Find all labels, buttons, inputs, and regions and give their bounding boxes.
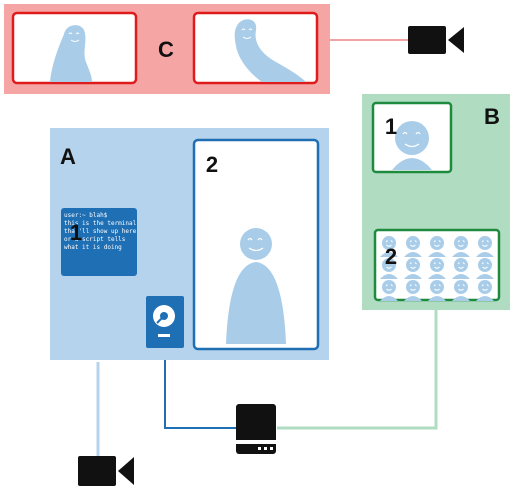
hard-drive-icon[interactable]: [146, 296, 184, 348]
smiley-figure-icon: [226, 228, 286, 344]
terminal-line: or a script tells: [64, 236, 126, 243]
terminal-number: 1: [70, 220, 82, 245]
panel-a-label: A: [60, 144, 76, 169]
smiley-figure-icon: [50, 25, 92, 82]
svg-text:user:~ blah$ this is the: user:~ blah$ this is the terminal that'l…: [64, 212, 140, 251]
video-camera-icon: [78, 456, 134, 486]
link-drive-to-server: [164, 348, 236, 429]
single-view-number: 1: [385, 114, 397, 139]
terminal-window[interactable]: [61, 208, 137, 276]
link-b-to-server: [277, 310, 438, 430]
panel-a: A user:~ blah$ this is the terminal that…: [50, 128, 329, 360]
server-icon[interactable]: [236, 404, 276, 454]
terminal-line: user:~ blah$: [64, 212, 108, 219]
smiley-figure-icon: [392, 121, 432, 170]
camera-view-number: 2: [206, 152, 218, 177]
panel-b: B 1 2: [362, 94, 510, 310]
panel-b-label: B: [484, 104, 500, 129]
terminal-line: this is the terminal: [64, 220, 137, 227]
panel-c: C: [4, 4, 330, 94]
grid-view-number: 2: [385, 244, 397, 269]
video-camera-icon: [408, 26, 464, 54]
panel-c-label: C: [158, 37, 174, 62]
terminal-line: that'll show up here: [64, 228, 137, 235]
terminal-line: what it is doing: [64, 244, 122, 251]
smiley-figure-icon: [234, 19, 306, 82]
